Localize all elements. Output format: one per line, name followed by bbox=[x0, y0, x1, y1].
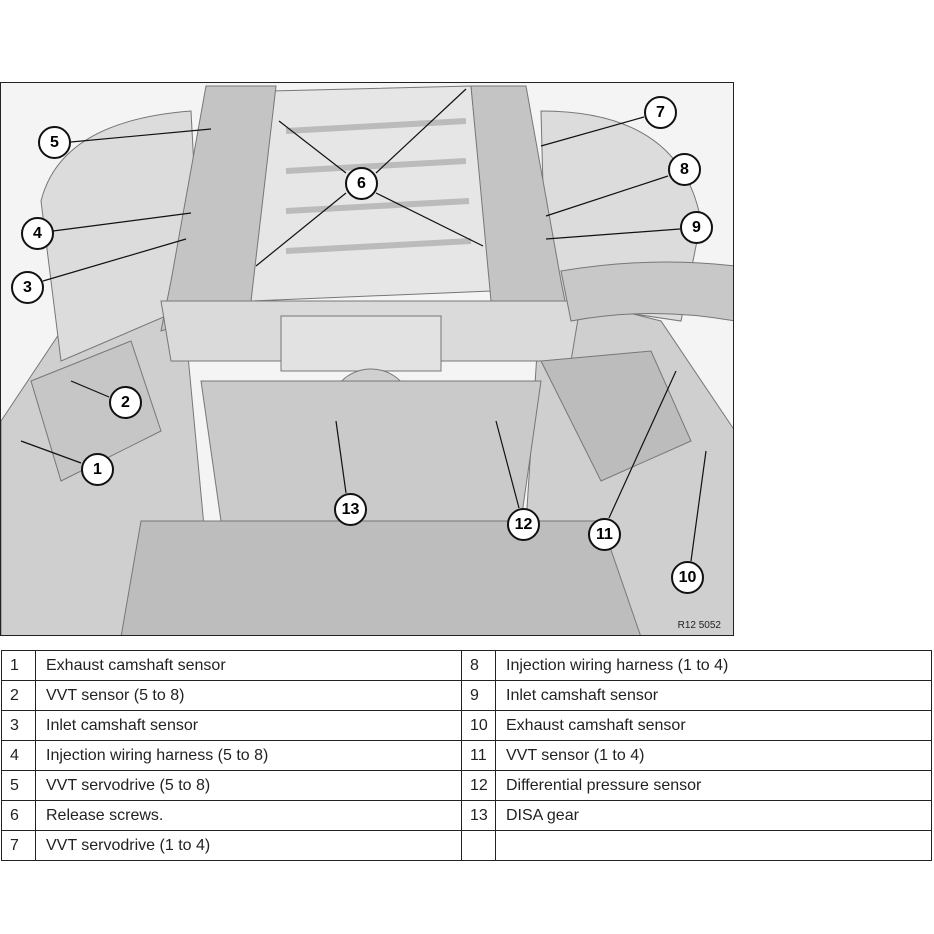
right-text bbox=[495, 830, 932, 861]
left-text: Injection wiring harness (5 to 8) bbox=[35, 740, 462, 771]
right-text: VVT sensor (1 to 4) bbox=[495, 740, 932, 771]
callout-4: 4 bbox=[21, 217, 54, 250]
left-text: Inlet camshaft sensor bbox=[35, 710, 462, 741]
right-num: 11 bbox=[461, 740, 496, 771]
left-text: VVT servodrive (5 to 8) bbox=[35, 770, 462, 801]
callout-2: 2 bbox=[109, 386, 142, 419]
callout-12: 12 bbox=[507, 508, 540, 541]
right-text: DISA gear bbox=[495, 800, 932, 831]
right-num bbox=[461, 830, 496, 861]
callout-7: 7 bbox=[644, 96, 677, 129]
callout-9: 9 bbox=[680, 211, 713, 244]
right-text: Inlet camshaft sensor bbox=[495, 680, 932, 711]
callout-5: 5 bbox=[38, 126, 71, 159]
left-num: 6 bbox=[1, 800, 36, 831]
left-text: VVT servodrive (1 to 4) bbox=[35, 830, 462, 861]
left-text: Exhaust camshaft sensor bbox=[35, 650, 462, 681]
callout-11: 11 bbox=[588, 518, 621, 551]
right-text: Differential pressure sensor bbox=[495, 770, 932, 801]
left-num: 2 bbox=[1, 680, 36, 711]
left-text: Release screws. bbox=[35, 800, 462, 831]
right-num: 8 bbox=[461, 650, 496, 681]
callout-10: 10 bbox=[671, 561, 704, 594]
left-num: 4 bbox=[1, 740, 36, 771]
right-num: 10 bbox=[461, 710, 496, 741]
left-num: 1 bbox=[1, 650, 36, 681]
right-num: 13 bbox=[461, 800, 496, 831]
left-num: 3 bbox=[1, 710, 36, 741]
figure-reference: R12 5052 bbox=[677, 620, 721, 631]
leader-lines bbox=[20, 88, 707, 562]
callout-13: 13 bbox=[334, 493, 367, 526]
callout-6: 6 bbox=[345, 167, 378, 200]
right-text: Injection wiring harness (1 to 4) bbox=[495, 650, 932, 681]
engine-illustration bbox=[1, 85, 733, 635]
callout-8: 8 bbox=[668, 153, 701, 186]
callout-1: 1 bbox=[81, 453, 114, 486]
callout-3: 3 bbox=[11, 271, 44, 304]
left-num: 7 bbox=[1, 830, 36, 861]
right-num: 12 bbox=[461, 770, 496, 801]
left-text: VVT sensor (5 to 8) bbox=[35, 680, 462, 711]
right-num: 9 bbox=[461, 680, 496, 711]
right-text: Exhaust camshaft sensor bbox=[495, 710, 932, 741]
left-num: 5 bbox=[1, 770, 36, 801]
